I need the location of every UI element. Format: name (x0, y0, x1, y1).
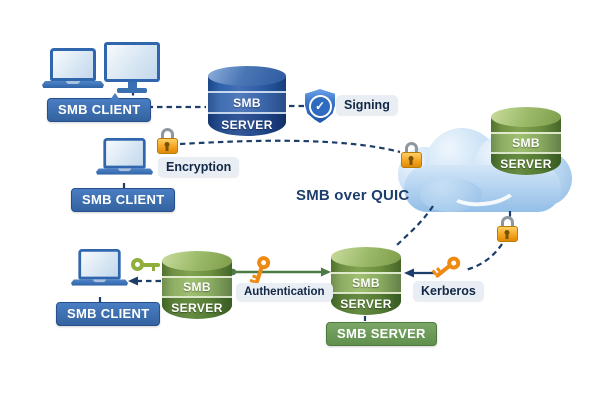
smb-server-badge-label: SMB SERVER (337, 326, 426, 341)
cloud-server-label-line2: SERVER (491, 151, 561, 175)
laptop-screen (103, 138, 146, 169)
cloud-icon (420, 178, 482, 212)
database-icon-blue-server: SMB SERVER (208, 66, 286, 136)
monitor-icon (104, 42, 160, 93)
keyhole (164, 142, 170, 151)
key-icon-green (131, 258, 161, 272)
laptop-icon (42, 48, 104, 88)
keyhole (504, 230, 510, 239)
database-icon-green-cloud: SMB SERVER (491, 107, 561, 175)
laptop-base (71, 279, 129, 286)
green-center-label-line2: SERVER (331, 291, 401, 315)
blue-server-label-line2: SERVER (208, 112, 286, 136)
connector-cloud-greenserver2 (395, 205, 434, 247)
laptop-icon (71, 249, 129, 286)
database-top (162, 251, 232, 271)
database-top (331, 247, 401, 267)
padlock-shackle (404, 142, 418, 153)
padlock-body (400, 152, 422, 168)
signing-label: Signing (336, 95, 398, 115)
monitor-screen (104, 42, 160, 82)
green-left-label-line2: SERVER (162, 295, 232, 319)
arrowhead-to-client3 (128, 276, 138, 286)
authentication-label: Authentication (236, 283, 333, 301)
database-icon-green-left: SMB SERVER (162, 251, 232, 319)
padlock-body (496, 226, 518, 242)
smb-over-quic-label: SMB over QUIC (296, 187, 410, 204)
database-top (491, 107, 561, 127)
padlock-shackle (160, 128, 174, 139)
database-body: SMB SERVER (208, 76, 286, 136)
padlock-body (156, 138, 178, 154)
smb-client-badge-3: SMB CLIENT (56, 302, 161, 326)
kerberos-label: Kerberos (413, 281, 484, 301)
connector-encryption-cloud (179, 139, 401, 154)
green-left-label-line1: SMB (162, 275, 232, 296)
smb-server-badge: SMB SERVER (326, 322, 437, 346)
green-center-label-line1: SMB (331, 271, 401, 292)
database-top (208, 66, 286, 86)
laptop-icon (96, 138, 154, 175)
blue-server-label-line1: SMB (208, 91, 286, 113)
laptop-screen (50, 48, 96, 81)
database-body: SMB SERVER (491, 117, 561, 175)
encryption-label: Encryption (158, 157, 240, 177)
cloud-server-label-line1: SMB (491, 131, 561, 152)
padlock-shackle (500, 216, 514, 227)
monitor-base (117, 88, 147, 93)
laptop-base (96, 168, 154, 175)
padlock-icon-encryption (156, 128, 178, 154)
monitor-neck (127, 82, 137, 88)
laptop-base (42, 81, 104, 88)
smb-client-label-2: SMB CLIENT (82, 192, 165, 207)
padlock-icon-cloud-left (400, 142, 422, 168)
laptop-screen (78, 249, 121, 280)
database-icon-green-center: SMB SERVER (331, 247, 401, 315)
connector-lock-kerberos (464, 243, 503, 272)
smb-client-label-3: SMB CLIENT (67, 306, 150, 321)
smb-client-badge-2: SMB CLIENT (71, 188, 176, 212)
padlock-icon-cloud-bottom (496, 216, 518, 242)
check-icon: ✓ (308, 94, 332, 118)
arrowhead-authentication (321, 267, 331, 277)
badge-tail (110, 93, 120, 100)
arrowhead-kerberos (404, 268, 414, 278)
keyhole (408, 156, 414, 165)
smb-client-badge-1: SMB CLIENT (47, 93, 152, 122)
smb-client-label-1: SMB CLIENT (58, 102, 141, 117)
